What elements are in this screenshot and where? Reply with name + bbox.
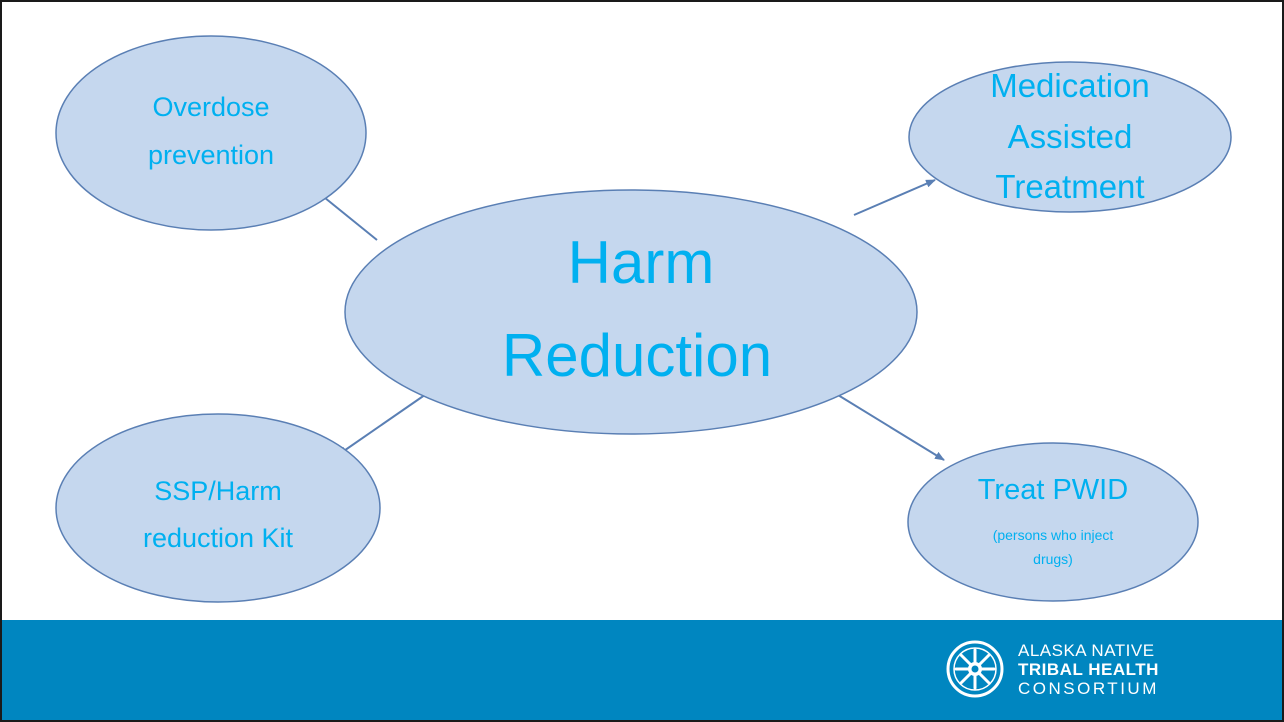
center-node-harm-reduction: Harm Reduction	[344, 189, 918, 435]
overdose-line2: prevention	[148, 140, 274, 170]
logo-text-line3: CONSORTIUM	[1018, 678, 1159, 698]
logo-text-line1: ALASKA NATIVE	[1018, 640, 1155, 660]
anthc-logo: ALASKA NATIVE TRIBAL HEALTH CONSORTIUM	[946, 640, 1159, 698]
arrow-to-ssp	[337, 389, 433, 456]
ssp-line1: SSP/Harm	[154, 476, 282, 506]
pwid-line2: (persons who inject	[993, 527, 1114, 543]
center-line1: Harm	[568, 229, 715, 296]
ssp-line2: reduction Kit	[143, 523, 294, 553]
overdose-line1: Overdose	[152, 92, 269, 122]
arrow-to-mat	[853, 179, 936, 216]
node-overdose-prevention: Overdose prevention	[55, 35, 367, 231]
logo-text-line2: TRIBAL HEALTH	[1018, 659, 1159, 679]
node-medication-assisted-treatment: Medication Assisted Treatment	[908, 61, 1232, 213]
footer-bar: ALASKA NATIVE TRIBAL HEALTH CONSORTIUM	[2, 620, 1282, 720]
mat-line3: Treatment	[995, 168, 1144, 205]
pwid-line3: drugs)	[1033, 551, 1073, 567]
node-treat-pwid: Treat PWID (persons who inject drugs)	[907, 442, 1199, 602]
diagram: Harm Reduction Overdose prevention Medic…	[55, 35, 1232, 603]
pwid-line1: Treat PWID	[978, 474, 1128, 506]
arrow-to-pwid	[837, 394, 945, 461]
tribal-seal-icon	[946, 640, 1004, 698]
mat-line1: Medication	[990, 67, 1150, 104]
node-ssp-harm-reduction-kit: SSP/Harm reduction Kit	[55, 413, 381, 603]
mat-line2: Assisted	[1008, 118, 1133, 155]
center-line2: Reduction	[502, 322, 772, 389]
